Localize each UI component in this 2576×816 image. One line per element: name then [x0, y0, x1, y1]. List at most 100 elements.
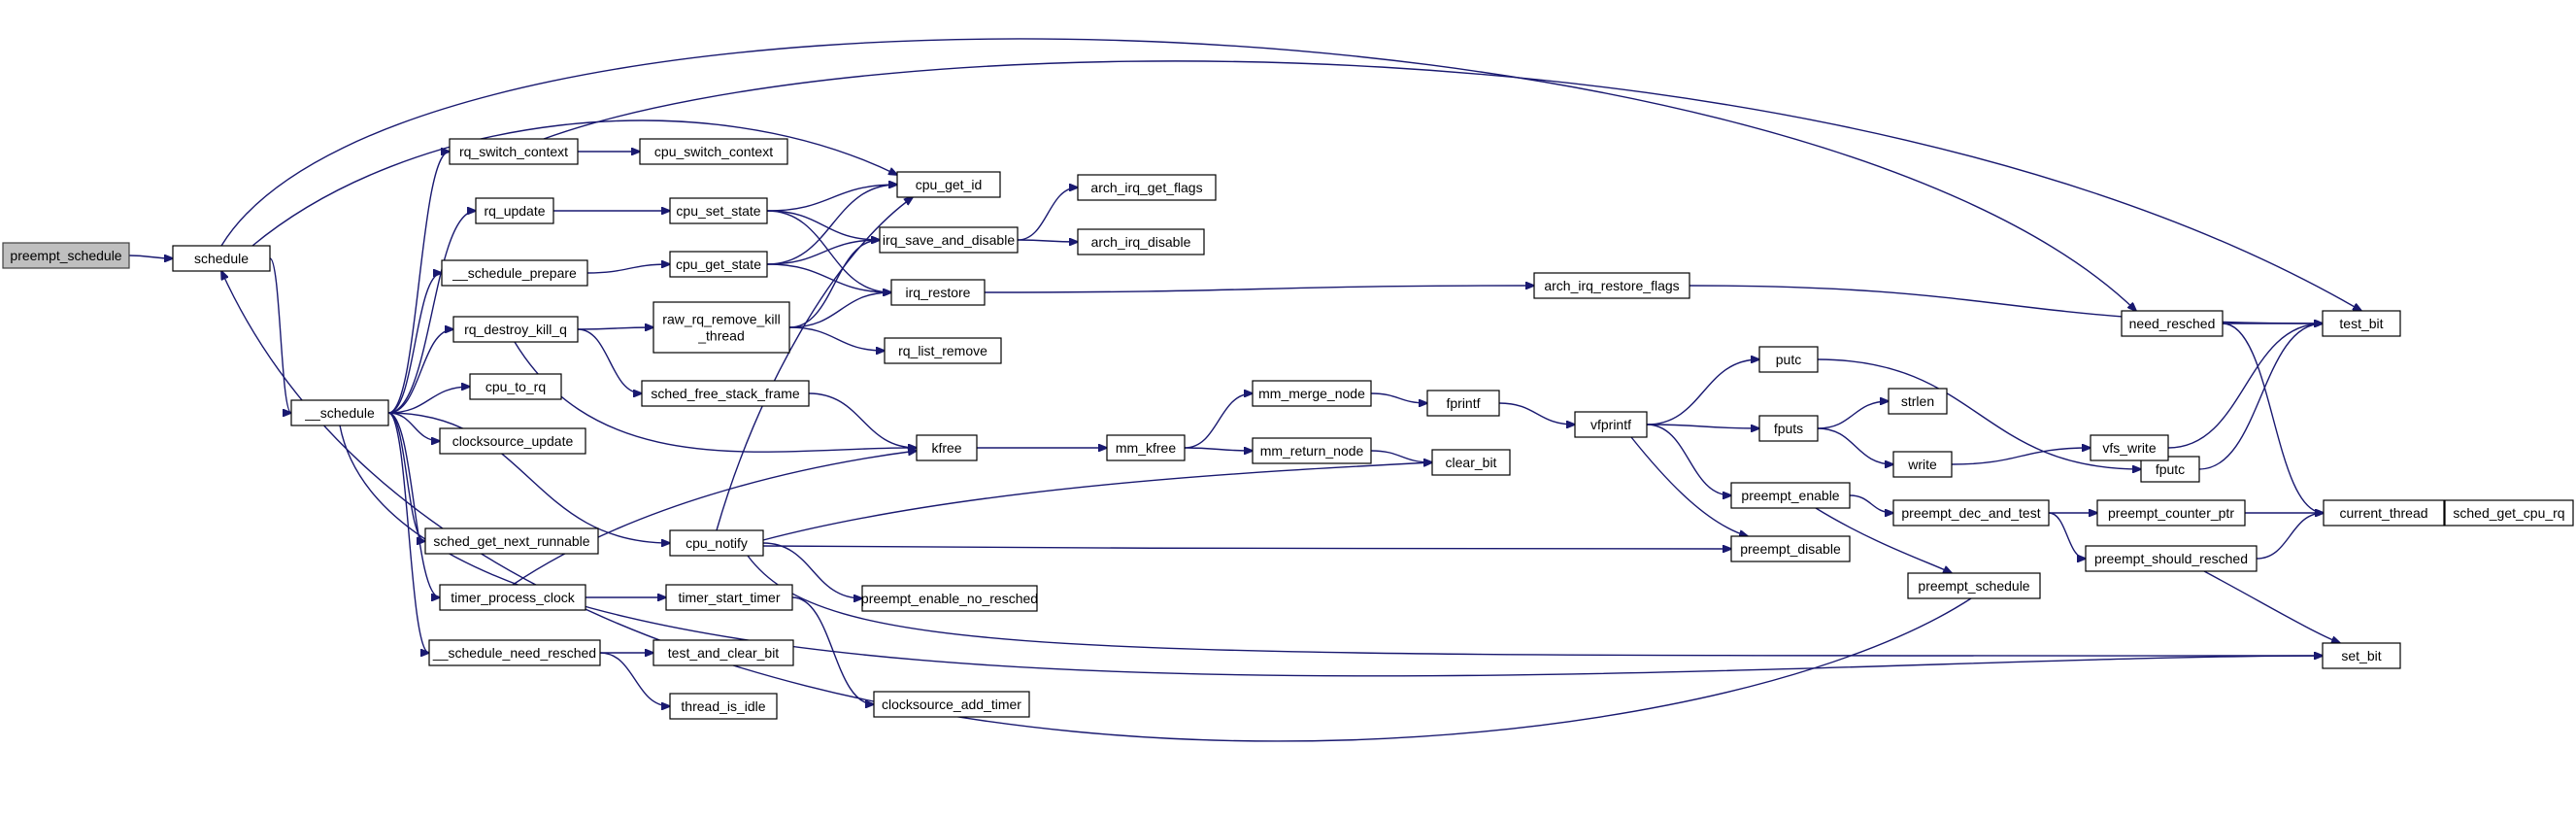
node-clocksource_add_timer[interactable]: clocksource_add_timer [873, 691, 1030, 718]
node-box[interactable] [652, 301, 790, 354]
node-box[interactable] [873, 691, 1030, 718]
node-need_resched[interactable]: need_resched [2121, 310, 2224, 337]
node-box[interactable] [2322, 310, 2401, 337]
node-vfs_write[interactable]: vfs_write [2090, 434, 2169, 461]
node-box[interactable] [2444, 499, 2574, 527]
node-box[interactable] [669, 197, 768, 224]
node-box[interactable] [1892, 451, 1953, 478]
node-schedule[interactable]: schedule [172, 245, 271, 272]
node-box[interactable] [641, 380, 810, 407]
node-cpu_notify[interactable]: cpu_notify [669, 529, 764, 557]
node-box[interactable] [439, 427, 586, 455]
node-box[interactable] [890, 279, 986, 306]
node-cpu_switch_context[interactable]: cpu_switch_context [639, 138, 788, 165]
node-box[interactable] [896, 171, 1001, 198]
node-box[interactable] [884, 337, 1002, 364]
node-box[interactable] [172, 245, 271, 272]
node-preempt_schedule[interactable]: preempt_schedule [1907, 572, 2041, 599]
node-box[interactable] [2121, 310, 2224, 337]
node-test_and_clear_bit[interactable]: test_and_clear_bit [652, 639, 794, 666]
node-arch_irq_disable[interactable]: arch_irq_disable [1077, 228, 1205, 255]
node-thread_is_idle[interactable]: thread_is_idle [669, 693, 778, 720]
node-preempt_counter_ptr[interactable]: preempt_counter_ptr [2096, 499, 2246, 527]
node-box[interactable] [1252, 437, 1372, 464]
node-current_thread[interactable]: current_thread [2323, 499, 2445, 527]
node-box[interactable] [1758, 415, 1819, 442]
node-irq_save_and_disable[interactable]: irq_save_and_disable [879, 226, 1019, 254]
node-box[interactable] [1252, 380, 1372, 407]
node-cpu_get_state[interactable]: cpu_get_state [669, 251, 768, 278]
node-box[interactable] [669, 693, 778, 720]
node-irq_restore[interactable]: irq_restore [890, 279, 986, 306]
node-cpu_to_rq[interactable]: cpu_to_rq [469, 373, 562, 400]
node-timer_process_clock[interactable]: timer_process_clock [439, 584, 586, 611]
node-clocksource_update[interactable]: clocksource_update [439, 427, 586, 455]
node-box[interactable] [1758, 346, 1819, 373]
node-kfree[interactable]: kfree [916, 434, 978, 461]
node-rq_update[interactable]: rq_update [475, 197, 554, 224]
node-box[interactable] [2090, 434, 2169, 461]
node-box[interactable] [469, 373, 562, 400]
node-sched_get_cpu_rq[interactable]: sched_get_cpu_rq [2444, 499, 2574, 527]
node-box[interactable] [669, 529, 764, 557]
node-box[interactable] [2096, 499, 2246, 527]
node-box[interactable] [669, 251, 768, 278]
node-box[interactable] [1106, 434, 1186, 461]
node-box[interactable] [639, 138, 788, 165]
node-fputs[interactable]: fputs [1758, 415, 1819, 442]
node-write[interactable]: write [1892, 451, 1953, 478]
node-box[interactable] [2085, 545, 2258, 572]
node-vfprintf[interactable]: vfprintf [1574, 411, 1648, 438]
node-rq_switch_context[interactable]: rq_switch_context [449, 138, 579, 165]
node-fprintf[interactable]: fprintf [1426, 390, 1500, 417]
node-mm_merge_node[interactable]: mm_merge_node [1252, 380, 1372, 407]
node-box[interactable] [1730, 535, 1851, 562]
node-box[interactable] [2323, 499, 2445, 527]
node-preempt_should_resched[interactable]: preempt_should_resched [2085, 545, 2258, 572]
node-box[interactable] [665, 584, 793, 611]
node-box[interactable] [439, 584, 586, 611]
node-box[interactable] [1892, 499, 2050, 527]
node-box[interactable] [428, 639, 601, 666]
node-preempt_schedule_root[interactable]: preempt_schedule [2, 242, 130, 269]
node-putc[interactable]: putc [1758, 346, 1819, 373]
node-box[interactable] [1077, 174, 1217, 201]
node-clear_bit[interactable]: clear_bit [1431, 449, 1511, 476]
node-box[interactable] [452, 316, 579, 343]
node-__schedule[interactable]: __schedule [290, 399, 389, 426]
node-box[interactable] [861, 585, 1038, 612]
node-sched_get_next_runnable[interactable]: sched_get_next_runnable [424, 527, 599, 555]
node-arch_irq_restore_flags[interactable]: arch_irq_restore_flags [1533, 272, 1690, 299]
node-rq_destroy_kill_q[interactable]: rq_destroy_kill_q [452, 316, 579, 343]
node-box[interactable] [1730, 482, 1851, 509]
node-box[interactable] [2, 242, 130, 269]
node-__schedule_need_resched[interactable]: __schedule_need_resched [428, 639, 601, 666]
node-box[interactable] [441, 259, 588, 287]
node-preempt_enable[interactable]: preempt_enable [1730, 482, 1851, 509]
node-box[interactable] [2322, 642, 2401, 669]
node-rq_list_remove[interactable]: rq_list_remove [884, 337, 1002, 364]
node-set_bit[interactable]: set_bit [2322, 642, 2401, 669]
node-preempt_dec_and_test[interactable]: preempt_dec_and_test [1892, 499, 2050, 527]
node-box[interactable] [652, 639, 794, 666]
node-box[interactable] [1533, 272, 1690, 299]
node-test_bit[interactable]: test_bit [2322, 310, 2401, 337]
node-cpu_set_state[interactable]: cpu_set_state [669, 197, 768, 224]
node-box[interactable] [1431, 449, 1511, 476]
node-mm_kfree[interactable]: mm_kfree [1106, 434, 1186, 461]
node-strlen[interactable]: strlen [1888, 388, 1948, 415]
node-sched_free_stack_frame[interactable]: sched_free_stack_frame [641, 380, 810, 407]
node-box[interactable] [879, 226, 1019, 254]
node-mm_return_node[interactable]: mm_return_node [1252, 437, 1372, 464]
node-__schedule_prepare[interactable]: __schedule_prepare [441, 259, 588, 287]
node-box[interactable] [1888, 388, 1948, 415]
node-box[interactable] [290, 399, 389, 426]
node-preempt_disable[interactable]: preempt_disable [1730, 535, 1851, 562]
node-box[interactable] [475, 197, 554, 224]
node-box[interactable] [1574, 411, 1648, 438]
node-preempt_enable_no_resched[interactable]: preempt_enable_no_resched [861, 585, 1038, 612]
node-box[interactable] [1426, 390, 1500, 417]
node-box[interactable] [449, 138, 579, 165]
node-cpu_get_id[interactable]: cpu_get_id [896, 171, 1001, 198]
node-box[interactable] [1077, 228, 1205, 255]
